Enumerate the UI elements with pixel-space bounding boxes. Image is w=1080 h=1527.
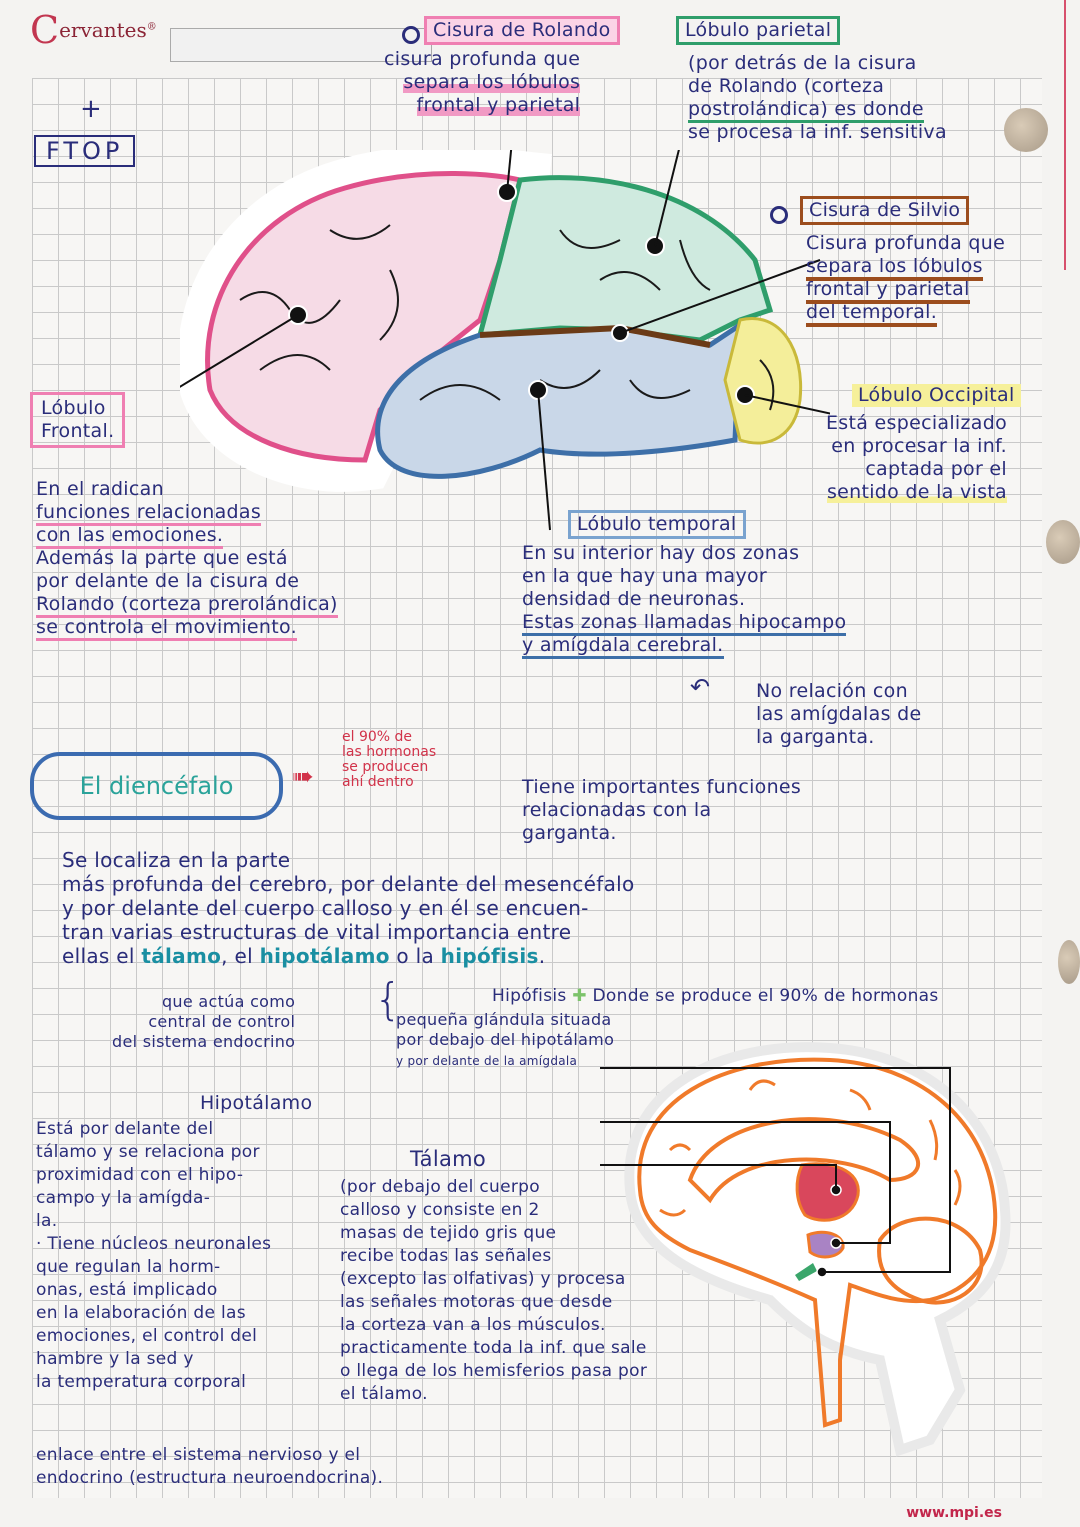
brace-icon: { <box>374 974 403 1025</box>
bullet-icon <box>770 206 788 224</box>
lateral-brain-diagram <box>180 150 830 531</box>
temporal-desc: En su interior hay dos zonas en la que h… <box>522 542 847 659</box>
frontal-desc: En el radican funciones relacionadas con… <box>36 478 338 641</box>
margin-line <box>1064 0 1066 270</box>
silvio-title: Cisura de Silvio <box>800 196 970 225</box>
sagittal-brain-diagram <box>600 1042 1011 1457</box>
closing-text: enlace entre el sistema nervioso y el en… <box>36 1445 384 1488</box>
mnemonic-box: FTOP <box>34 135 136 167</box>
hormone-note: el 90% de las hormonas se producen ahí d… <box>342 729 437 790</box>
talamo-desc: (por debajo del cuerpo calloso y consist… <box>340 1177 648 1404</box>
title-field <box>170 28 432 62</box>
cisura-rolando-title: Cisura de Rolando <box>424 16 620 45</box>
temporal-title: Lóbulo temporal <box>568 510 746 539</box>
occipital-title: Lóbulo Occipital <box>852 384 1021 407</box>
hipofisis-role: que actúa como central de control del si… <box>112 992 296 1051</box>
hipofisis-title: Hipófisis ✚ Donde se produce el 90% de h… <box>492 986 939 1006</box>
diencefalo-title: El diencéfalo <box>30 752 283 820</box>
punch-hole <box>1058 940 1080 984</box>
garganta-note: Tiene importantes funciones relacionadas… <box>522 776 802 844</box>
parietal-desc: (por detrás de la cisura de Rolando (cor… <box>688 52 947 143</box>
arrow-icon: ↶ <box>690 673 711 701</box>
diencefalo-intro: Se localiza en la parte más profunda del… <box>62 848 635 968</box>
corner-mark: + <box>80 94 103 124</box>
hipotalamo-title: Hipotálamo <box>200 1092 313 1114</box>
temporal-note: No relación con las amígdalas de la garg… <box>756 680 922 748</box>
cisura-rolando-desc: cisura profunda que separa los lóbulos f… <box>384 48 581 116</box>
bullet-icon <box>402 26 420 44</box>
frontal-title: Lóbulo Frontal. <box>30 392 126 448</box>
silvio-desc: Cisura profunda que separa los lóbulos f… <box>806 232 1005 327</box>
hipotalamo-desc: Está por delante del tálamo y se relacio… <box>36 1119 272 1392</box>
occipital-desc: Está especializado en procesar la inf. c… <box>826 412 1008 503</box>
brand-logo: CCervanteservantes® <box>30 8 157 52</box>
punch-hole <box>1046 520 1080 564</box>
parietal-title: Lóbulo parietal <box>676 16 841 45</box>
talamo-title: Tálamo <box>410 1147 487 1171</box>
hipofisis-desc: pequeña glándula situada por debajo del … <box>396 1010 615 1068</box>
watermark: www.mpi.es <box>906 1505 1002 1521</box>
punch-hole <box>1004 108 1048 152</box>
red-arrow-icon: ➠ <box>292 762 315 792</box>
